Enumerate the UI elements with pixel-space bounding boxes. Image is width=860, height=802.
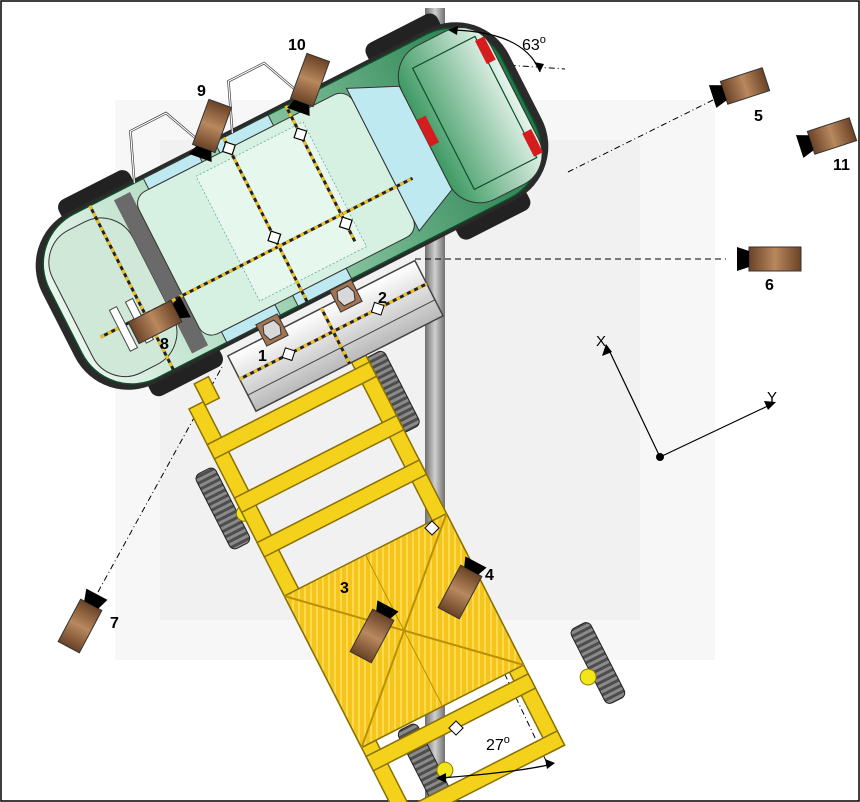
camera-4-icon bbox=[437, 556, 487, 620]
camera-icons bbox=[57, 52, 858, 664]
load-cell-1 bbox=[255, 313, 289, 347]
trolley-axis-line bbox=[459, 579, 549, 766]
camera-label-10: 10 bbox=[288, 37, 306, 54]
camera-8-icon bbox=[127, 295, 191, 345]
camera-7-icon bbox=[57, 588, 108, 654]
trolley-wheel-rear-left bbox=[195, 467, 251, 550]
camera-9-icon bbox=[189, 98, 233, 163]
camera-label-6: 6 bbox=[765, 277, 774, 294]
camera-label-11: 11 bbox=[833, 157, 850, 174]
angle-arcs bbox=[436, 26, 555, 783]
barrier bbox=[226, 259, 445, 413]
camera-label-5: 5 bbox=[754, 108, 763, 125]
vehicle-angle-label: 63o bbox=[522, 34, 546, 54]
trolley-target bbox=[448, 720, 464, 736]
camera-label-4: 4 bbox=[485, 567, 494, 584]
camera-label-9: 9 bbox=[197, 83, 206, 100]
sight-line-camera-7 bbox=[97, 366, 223, 593]
sight-line-camera-5 bbox=[567, 98, 716, 173]
deck-target bbox=[424, 520, 440, 536]
camera-label-3: 3 bbox=[340, 580, 349, 597]
camera-label-8: 8 bbox=[160, 336, 169, 353]
camera-3-icon bbox=[349, 600, 399, 664]
camera-label-7: 7 bbox=[110, 615, 119, 632]
axis-x-label: X bbox=[596, 333, 606, 350]
camera-5-icon bbox=[708, 67, 771, 108]
camera-11-icon bbox=[795, 117, 858, 158]
axis-y-label: Y bbox=[767, 389, 777, 406]
load-cell-2 bbox=[329, 279, 363, 313]
coordinate-axes bbox=[602, 344, 776, 461]
camera-label-2: 2 bbox=[378, 290, 387, 307]
trolley-angle-label: 27o bbox=[486, 734, 510, 754]
camera-10-icon bbox=[287, 52, 331, 117]
camera-6-icon bbox=[737, 246, 802, 272]
trolley-angle-arc bbox=[439, 763, 553, 779]
trolley bbox=[188, 314, 626, 802]
trolley-wheel-front-right bbox=[570, 622, 626, 704]
camera-label-1: 1 bbox=[258, 348, 267, 365]
